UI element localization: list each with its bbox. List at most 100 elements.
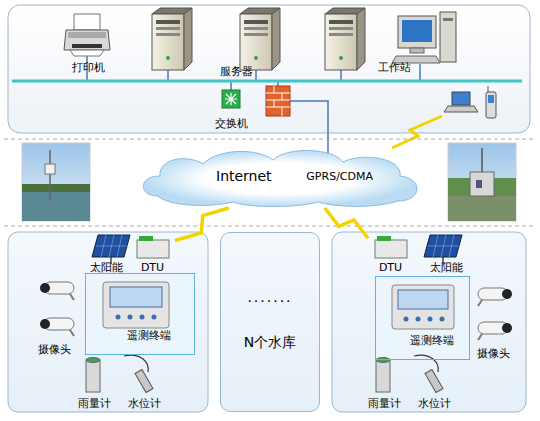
device-node: 摄像头: [28, 272, 80, 356]
camera-icon: [40, 283, 50, 293]
device-label: 水位计: [418, 398, 451, 410]
telemetry-device: [140, 315, 145, 320]
device-label: 摄像头: [38, 344, 71, 356]
rain-gauge: [86, 358, 100, 363]
firewall-icon: [266, 86, 290, 116]
rain-gauge: [86, 360, 100, 392]
printer-icon: [64, 30, 110, 50]
telemetry-device: [416, 317, 421, 322]
site-photo: [481, 148, 483, 172]
dtu-device: [377, 236, 391, 241]
network-cloud: InternetGPRS/CDMA: [138, 146, 423, 208]
solar-panel: [92, 235, 130, 257]
device-node: 服务器: [218, 8, 286, 78]
telemetry-device: [398, 290, 448, 309]
telemetry-device: [103, 282, 169, 328]
rain-gauge: [376, 358, 390, 363]
solar-panel: [428, 235, 459, 257]
reservoir-box: ·······N个水库: [220, 232, 320, 412]
device-label: 水位计: [128, 398, 161, 410]
device-node: 打印机: [60, 12, 116, 74]
solar-panel: [424, 235, 462, 257]
laptop-icon: [452, 92, 470, 105]
dtu-device: [375, 240, 407, 258]
phone-icon: [488, 95, 494, 103]
switch-icon: [222, 90, 240, 108]
device-node: 水位计: [408, 350, 460, 410]
terminal-panel: [85, 273, 195, 355]
firewall-icon: [266, 86, 290, 116]
telemetry-device: [110, 287, 162, 307]
site-photo: [448, 143, 516, 221]
solar-panel: [96, 235, 127, 257]
printer-icon: [68, 32, 106, 38]
device-label: DTU: [379, 262, 402, 274]
device-label: 工作站: [378, 62, 411, 74]
lan-wires: [255, 70, 257, 81]
printer-icon: [72, 44, 102, 48]
server-band: [8, 5, 530, 133]
device-label: 服务器: [220, 66, 253, 78]
device-label: DTU: [141, 262, 164, 274]
workstation-icon: [398, 16, 436, 48]
device-node: DTU: [368, 234, 413, 274]
lan-bus: [12, 80, 522, 83]
camera-icon: [478, 334, 482, 340]
camera-icon: [70, 330, 74, 336]
device-node: 交换机: [208, 88, 254, 130]
device-node: 雨量计: [362, 354, 406, 410]
device-label: 交换机: [215, 118, 248, 130]
phone-icon: [488, 86, 489, 92]
reservoir-panel: [8, 232, 526, 412]
terminal-box: 遥测终端: [375, 276, 470, 360]
site-photo: [448, 143, 516, 221]
server-band: [8, 5, 530, 133]
workstation-icon: [410, 48, 424, 53]
laptop-icon: [444, 106, 478, 112]
switch-icon: [225, 93, 237, 105]
site-photo: [45, 164, 55, 174]
terminal-box: 遥测终端: [85, 273, 195, 355]
rain-gauge: [376, 360, 390, 392]
network-label: Internet: [216, 169, 272, 184]
telemetry-device: [440, 317, 445, 322]
device-node: 太阳能: [78, 232, 134, 274]
telemetry-device: [128, 315, 133, 320]
camera-icon: [70, 294, 74, 300]
reservoir-panel: [332, 232, 526, 412]
cloud-outline: [138, 146, 423, 208]
telemetry-device: [404, 317, 409, 322]
dtu-device: [137, 240, 169, 258]
lan-wires: [167, 70, 169, 81]
device-label: 雨量计: [78, 398, 111, 410]
device-label: 雨量计: [368, 398, 401, 410]
lan-wires: [87, 56, 420, 160]
site-photo: [470, 172, 494, 196]
firewall-icon: [266, 86, 290, 116]
section-divider: [4, 139, 536, 140]
device-node: 摄像头: [466, 280, 520, 360]
site-photo: [22, 192, 90, 221]
camera-icon: [40, 319, 50, 329]
section-divider: [4, 139, 536, 226]
device-node: 水位计: [118, 350, 170, 410]
site-photo: [22, 143, 90, 221]
water-level-sensor: [135, 369, 153, 392]
device-label: 打印机: [72, 62, 105, 74]
telemetry-device: [428, 317, 433, 322]
telemetry-device: [152, 315, 157, 320]
server-icon: [325, 8, 365, 70]
camera-icon: [502, 323, 512, 333]
phone-icon: [486, 86, 496, 118]
wireless-link: [325, 208, 368, 238]
reservoir-label: ·······: [247, 294, 292, 309]
device-node: DTU: [130, 234, 175, 274]
wireless-link: [392, 116, 442, 148]
terminal-panel: [375, 276, 470, 360]
water-level-sensor: [414, 355, 438, 372]
water-level-sensor: [425, 369, 443, 392]
workstation-icon: [402, 20, 432, 42]
terminal-label: 遥测终端: [410, 335, 454, 347]
lan-wires: [419, 64, 421, 81]
